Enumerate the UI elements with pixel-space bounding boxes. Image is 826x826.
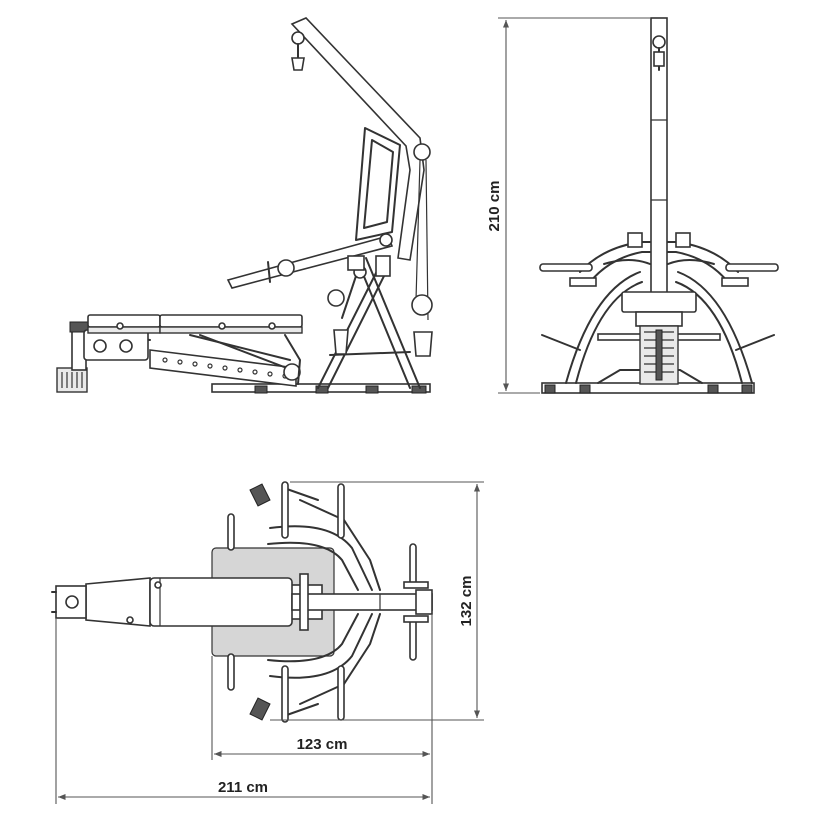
dimension-width-total: 211 cm <box>55 618 433 804</box>
top-view <box>51 481 433 723</box>
dimension-height: 210 cm <box>486 17 650 394</box>
height-label: 210 cm <box>486 181 503 232</box>
dimension-width-short: 123 cm <box>211 614 433 760</box>
depth-label: 132 cm <box>458 576 475 627</box>
side-view <box>56 17 433 394</box>
front-view <box>539 17 779 394</box>
width-total-label: 211 cm <box>218 779 268 796</box>
width-short-label: 123 cm <box>297 736 348 753</box>
dimension-depth: 132 cm <box>270 481 484 721</box>
bench-rail-holes <box>162 357 288 379</box>
